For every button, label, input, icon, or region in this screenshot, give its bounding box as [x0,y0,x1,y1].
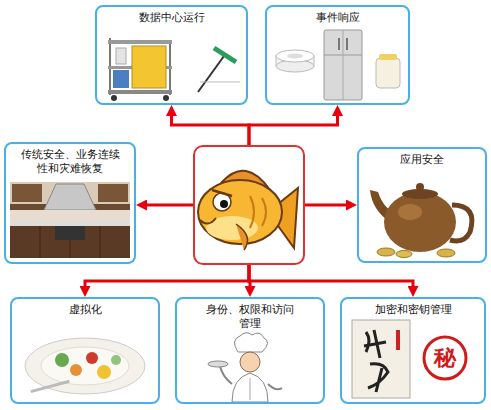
fridge-icon [338,38,340,50]
fish-mascot [220,200,228,208]
secret-stamp [424,337,466,379]
smoke-detector-icon [287,54,303,59]
chef-figure [208,333,282,402]
teapot-photo [384,192,456,252]
cleaning-cart-icon [163,95,169,101]
topic-box: 事件响应 [265,5,410,105]
chef-figure [250,378,251,400]
kitchen-photo [100,226,101,258]
arrow-connector [249,265,413,291]
fridge-icon [324,30,362,100]
topic-title: 事件响应 [273,11,402,25]
food-plate-photo [97,365,111,379]
appliance-icon [379,54,397,60]
teapot-photo [437,249,455,257]
food-plate-photo [55,353,69,367]
topic-box: 虚拟化 [10,297,160,404]
kitchen-photo [10,222,130,226]
book-photo [364,330,386,358]
chef-figure [240,352,260,372]
chef-figure [268,384,282,389]
topic-box: 加密和密钥管理 [340,297,486,404]
kitchen-photo [10,182,130,258]
topic-box: 应用安全 [357,147,487,263]
stamp-character: 秘 [434,344,456,370]
chef-figure [234,333,267,352]
food-plate-photo [25,338,145,394]
chef-figure [220,366,232,384]
topic-title: 应用安全 [365,153,479,167]
arrow-connector [249,111,338,145]
label-holder: 秘 [434,343,456,373]
food-plate-photo [111,355,121,365]
topic-title: 数据中心运行 [103,11,240,25]
kitchen-photo [10,182,130,258]
fish-mascot [198,171,298,250]
fish-mascot [200,218,216,224]
smoke-detector-icon [276,50,314,72]
smoke-detector-icon [276,50,314,62]
kitchen-photo [55,226,85,240]
chef-figure [208,361,228,367]
cleaning-cart-icon [132,46,166,88]
teapot-photo [416,183,424,191]
teapot-photo [377,248,395,256]
cleaning-cart-icon [108,38,172,101]
topic-title: 身份、权限和访问管理 [205,303,295,331]
fridge-icon [324,30,362,100]
secret-stamp [424,337,466,379]
kitchen-photo [12,184,42,202]
teapot-photo [398,204,422,220]
fish-mascot [236,224,248,250]
chef-figure [232,373,268,402]
teapot-photo [370,183,472,258]
fish-mascot [212,190,232,196]
topic-box: 身份、权限和访问管理 [175,297,325,404]
arrow-connector [305,204,351,207]
fish-mascot [250,196,254,228]
squeegee-icon [200,82,240,83]
kitchen-photo [44,184,96,210]
book-photo [352,320,410,398]
topic-box: 传统安全、业务连续性和灾难恢复 [4,142,136,264]
kitchen-photo [98,184,128,202]
arrow-connector [142,204,193,207]
fish-mascot [262,198,266,226]
topic-title: 传统安全、业务连续性和灾难恢复 [20,148,120,176]
squeegee-icon [198,56,224,92]
food-plate-photo [25,338,145,394]
squeegee-icon [198,48,240,92]
food-plate-photo [70,364,82,376]
book-photo [352,320,410,398]
topic-title: 虚拟化 [18,303,152,317]
cleaning-cart-icon [116,48,126,64]
kitchen-photo [10,210,130,222]
appliance-icon [376,54,400,88]
book-photo [396,330,400,350]
cleaning-cart-icon [111,95,117,101]
fridge-icon [346,38,348,50]
topic-title: 加密和密钥管理 [348,303,478,317]
teapot-photo [396,251,412,258]
arrow-connector [85,265,249,291]
topic-box: 数据中心运行 [95,5,248,105]
cleaning-cart-icon [108,40,172,44]
squeegee-icon [214,48,236,62]
cleaning-cart-icon [108,90,172,94]
book-photo [368,364,388,392]
food-plate-photo [86,352,98,364]
food-plate-photo [30,380,69,393]
arrow-connector [172,111,250,145]
kitchen-photo [40,226,41,258]
food-plate-photo [41,347,129,385]
appliance-icon [376,58,400,88]
kitchen-photo [10,226,130,258]
mascot-box [193,145,305,265]
fridge-icon [343,30,344,100]
cleaning-cart-icon [113,70,129,88]
